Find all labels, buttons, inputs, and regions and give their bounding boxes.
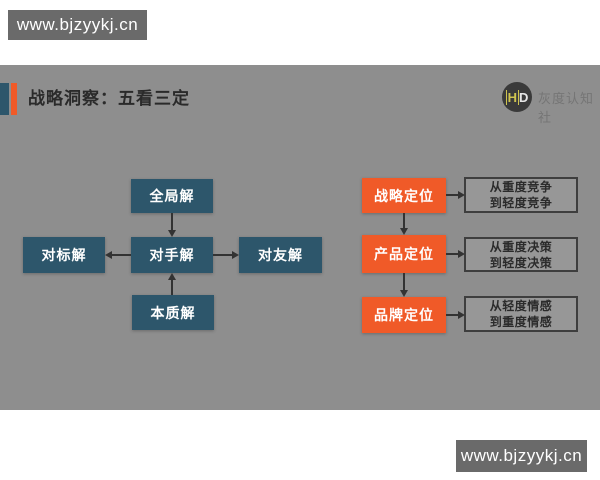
node-product-positioning-label: 产品定位: [374, 246, 434, 262]
node-ally-view: 对友解: [239, 237, 322, 273]
outcome-brand-line1: 从轻度情感: [489, 299, 553, 313]
node-strategy-positioning: 战略定位: [362, 178, 446, 213]
arrowhead-right-icon: [458, 191, 465, 199]
watermark-bottom-text: www.bjzyykj.cn: [460, 446, 583, 465]
node-product-positioning: 产品定位: [362, 235, 446, 273]
title-accent-orange: [11, 83, 17, 115]
node-essence-view-label: 本质解: [150, 304, 196, 321]
outcome-box-product: 从重度决策 到轻度决策: [464, 237, 578, 272]
outcome-brand-line2: 到重度情感: [489, 315, 553, 329]
page-title: 战略洞察：五看三定: [28, 89, 190, 108]
watermark-top-text: www.bjzyykj.cn: [16, 15, 139, 34]
node-competitor-view: 对手解: [131, 237, 213, 273]
outcome-strategy-line2: 到轻度竞争: [489, 196, 553, 210]
arrowhead-right-icon: [458, 250, 465, 258]
connector-strategy-to-outcome: [446, 194, 458, 196]
outcome-product-line2: 到轻度决策: [489, 255, 553, 270]
brand-wordmark: 灰度认知社: [538, 91, 595, 125]
node-global-view-label: 全局解: [149, 188, 195, 204]
connector-competitor-to-benchmark: [112, 254, 131, 256]
node-competitor-view-label: 对手解: [149, 247, 195, 263]
watermark-top-banner: www.bjzyykj.cn: [8, 10, 147, 40]
outcome-product-line1: 从重度决策: [489, 239, 553, 254]
outcome-box-strategy: 从重度竞争 到轻度竞争: [464, 177, 578, 213]
arrowhead-up-icon: [168, 273, 176, 280]
node-ally-view-label: 对友解: [258, 247, 303, 263]
node-essence-view: 本质解: [132, 295, 214, 330]
connector-essence-to-competitor: [171, 279, 173, 295]
node-benchmark-view-label: 对标解: [41, 247, 87, 263]
node-global-view: 全局解: [131, 179, 213, 213]
outcome-strategy-line1: 从重度竞争: [489, 180, 553, 194]
slide-canvas: 战略洞察：五看三定 H D 灰度认知社 全局解 对标解 对手解 对友解 本质解: [0, 65, 600, 410]
title-accent-blue: [0, 83, 9, 115]
arrowhead-down-icon: [400, 290, 408, 297]
node-brand-positioning: 品牌定位: [362, 297, 446, 333]
node-strategy-positioning-label: 战略定位: [374, 187, 434, 204]
logo-monogram-d: D: [519, 89, 529, 105]
arrowhead-right-icon: [458, 311, 465, 319]
connector-brand-to-outcome: [446, 314, 458, 316]
arrowhead-right-icon: [232, 251, 239, 259]
logo-monogram-h: H: [505, 89, 519, 105]
arrowhead-down-icon: [400, 228, 408, 235]
node-benchmark-view: 对标解: [23, 237, 105, 273]
node-brand-positioning-label: 品牌定位: [374, 307, 434, 323]
arrowhead-left-icon: [105, 251, 112, 259]
connector-strategy-to-product: [403, 213, 405, 228]
outcome-box-brand: 从轻度情感 到重度情感: [464, 296, 578, 332]
arrowhead-down-icon: [168, 230, 176, 237]
brand-logo-icon: H D: [502, 82, 532, 112]
watermark-bottom-banner: www.bjzyykj.cn: [456, 440, 587, 472]
connector-product-to-outcome: [446, 253, 458, 255]
connector-competitor-to-ally: [213, 254, 232, 256]
connector-product-to-brand: [403, 273, 405, 290]
connector-global-to-competitor: [171, 213, 173, 230]
